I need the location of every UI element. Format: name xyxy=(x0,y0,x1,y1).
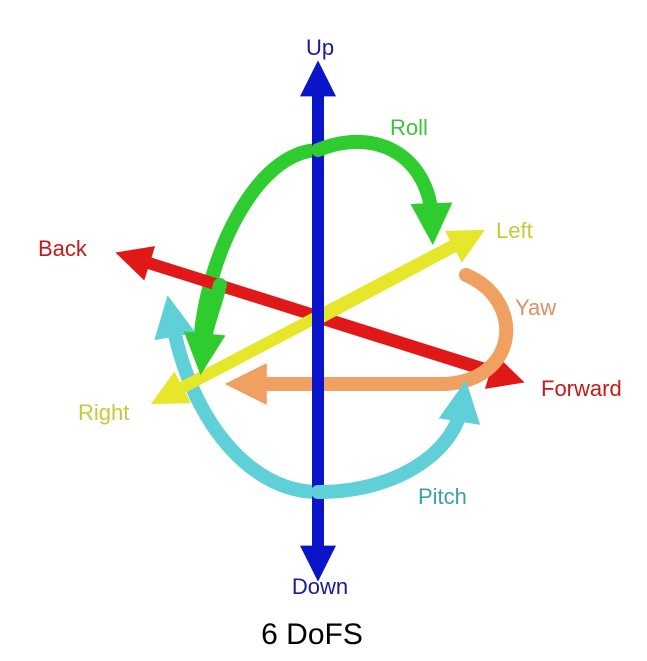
roll-arrow xyxy=(193,143,327,352)
pitch-arrow-front xyxy=(311,380,481,499)
down-label: Down xyxy=(292,574,348,599)
yaw-label: Yaw xyxy=(515,295,556,320)
up-label: Up xyxy=(306,35,334,60)
pitch-label: Pitch xyxy=(418,484,467,509)
right-label: Right xyxy=(78,400,129,425)
roll-arrow-front xyxy=(311,134,453,246)
left-axis-head xyxy=(317,229,486,324)
forward-label: Forward xyxy=(541,376,622,401)
diagram-caption: 6 DoFS xyxy=(261,618,363,651)
pitch-arrow-back xyxy=(154,295,325,499)
left-label: Left xyxy=(496,218,533,243)
roll-arrow-tail xyxy=(183,278,227,376)
back-label: Back xyxy=(38,236,88,261)
roll-label: Roll xyxy=(390,115,428,140)
forward-axis-head xyxy=(318,312,525,389)
